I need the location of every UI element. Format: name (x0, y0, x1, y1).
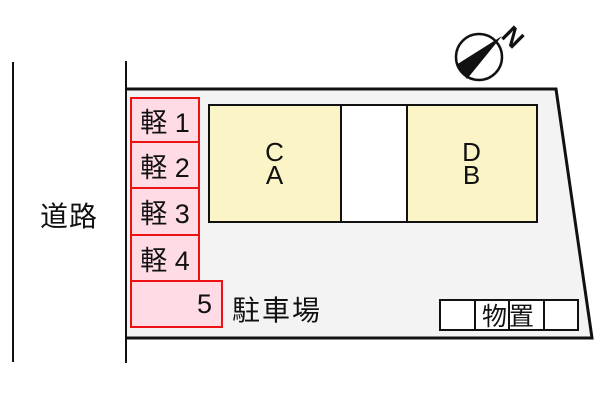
compass-needle-icon (456, 36, 502, 79)
parking-area-label: 駐車場 (232, 295, 323, 326)
building-unit-ca: C A (210, 106, 340, 221)
unit-label-b: B (462, 159, 482, 190)
parking-space-5: 5 (130, 280, 223, 328)
storage-cell-3 (508, 301, 543, 329)
building-strip: C A D B (208, 104, 538, 223)
building-unit-db: D B (406, 106, 536, 221)
parking-space-kei-2: 軽 2 (130, 141, 200, 189)
unit-label-a: A (265, 159, 285, 190)
parking-space-kei-3: 軽 3 (130, 187, 200, 236)
building-unit-ca-label: C A (265, 136, 285, 190)
building-center-section (340, 106, 406, 221)
storage-cell-2 (473, 301, 509, 329)
parking-space-kei-1: 軽 1 (130, 97, 200, 143)
storage-cell-4 (542, 301, 578, 329)
compass: N (454, 20, 530, 82)
lot-boundary (125, 87, 594, 340)
unit-label-d: D (462, 136, 482, 167)
road-label: 道路 (40, 201, 99, 232)
storage-label: 物置 (481, 303, 536, 331)
building-unit-db-label: D B (462, 136, 482, 190)
storage-shed (439, 299, 579, 331)
parking-space-kei-4: 軽 4 (130, 234, 200, 282)
unit-label-c: C (265, 136, 285, 167)
